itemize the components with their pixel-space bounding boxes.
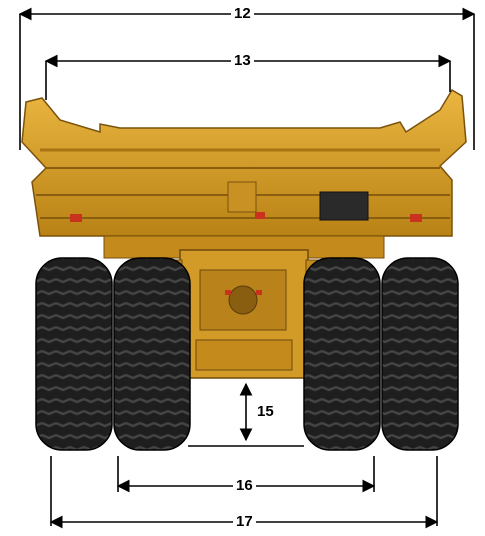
dim-13-label: 13 bbox=[231, 53, 254, 69]
dump-body bbox=[21, 88, 467, 237]
dim-15-label: 15 bbox=[254, 404, 277, 420]
taillights bbox=[70, 212, 422, 222]
dim-12-label: 12 bbox=[231, 6, 254, 22]
rear-tires bbox=[35, 257, 459, 451]
dim-16-label: 16 bbox=[233, 478, 256, 494]
dim-17-label: 17 bbox=[233, 514, 256, 530]
